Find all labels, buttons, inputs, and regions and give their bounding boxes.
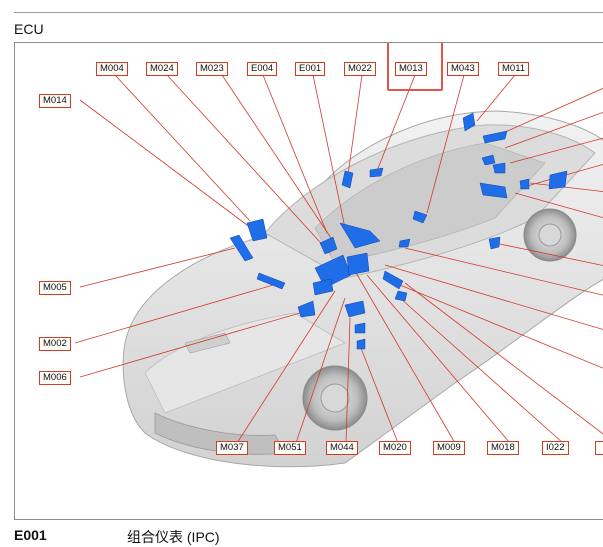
connector-tag-m013[interactable]: M013 xyxy=(395,62,427,76)
connector-tag-e001[interactable]: E001 xyxy=(295,62,325,76)
connector-tag-m022[interactable]: M022 xyxy=(344,62,376,76)
connector-tag-e004[interactable]: E004 xyxy=(247,62,277,76)
connector-tag-m051[interactable]: M051 xyxy=(274,441,306,455)
connector-tag-cropped[interactable] xyxy=(595,441,603,455)
top-divider xyxy=(14,12,603,13)
connector-tag-m018[interactable]: M018 xyxy=(487,441,519,455)
connector-tag-m011[interactable]: M011 xyxy=(498,62,529,76)
footer-connector-code: E001 xyxy=(14,527,47,543)
connector-tag-m004[interactable]: M004 xyxy=(96,62,128,76)
page-title: ECU xyxy=(14,21,44,37)
connector-tag-m023[interactable]: M023 xyxy=(196,62,228,76)
connector-tag-m037[interactable]: M037 xyxy=(216,441,248,455)
connector-tag-m005[interactable]: M005 xyxy=(39,281,71,295)
connector-tag-m020[interactable]: M020 xyxy=(379,441,411,455)
connector-tag-m014[interactable]: M014 xyxy=(39,94,71,108)
connector-tag-m009[interactable]: M009 xyxy=(433,441,465,455)
connector-tag-m006[interactable]: M006 xyxy=(39,371,71,385)
connector-tag-i022[interactable]: I022 xyxy=(542,441,569,455)
connector-tag-m002[interactable]: M002 xyxy=(39,337,71,351)
footer-connector-description: 组合仪表 (IPC) xyxy=(127,527,220,547)
connector-tag-m044[interactable]: M044 xyxy=(326,441,358,455)
car-body xyxy=(123,111,603,467)
connector-tag-m024[interactable]: M024 xyxy=(146,62,178,76)
ecu-location-diagram: M004 M024 M023 E004 E001 M022 M013 M043 … xyxy=(14,42,603,520)
connector-tag-m043[interactable]: M043 xyxy=(447,62,479,76)
